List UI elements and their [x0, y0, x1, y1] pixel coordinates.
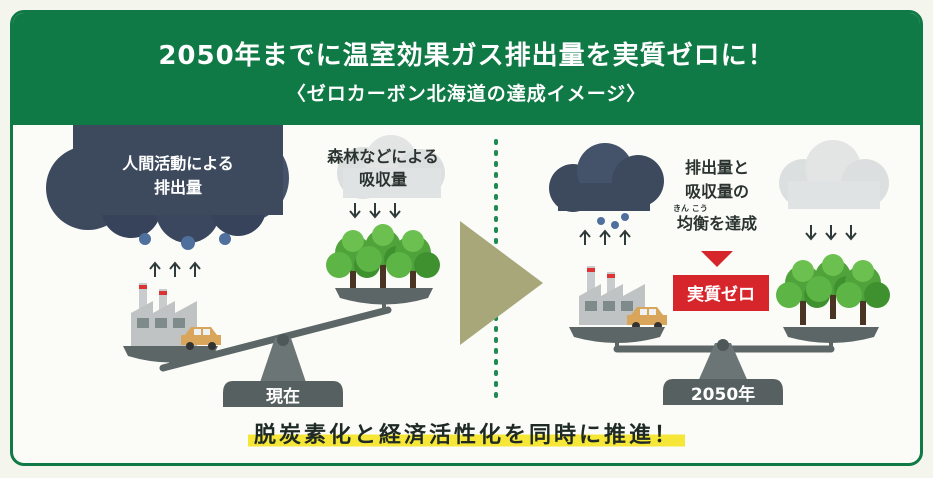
- net-zero-badge: 実質ゼロ: [687, 284, 755, 305]
- bottom-message: 脱炭素化と経済活性化を同時に推進！: [247, 417, 685, 449]
- future-factory-icon: [579, 266, 645, 325]
- bottom-message-row: 脱炭素化と経済活性化を同時に推進！: [13, 417, 920, 449]
- future-up-arrows: [579, 230, 631, 246]
- emission-cloud: [46, 117, 289, 250]
- transition-arrow: [460, 221, 543, 345]
- future-scale: [569, 327, 879, 405]
- absorption-cloud-light: [337, 135, 445, 199]
- future-scale-label: 2050年: [691, 384, 755, 405]
- current-trees: [326, 224, 440, 295]
- future-emission-cloud: [549, 143, 664, 229]
- balance-label-line1: 排出量と: [685, 158, 749, 177]
- absorption-down-arrows: [349, 202, 401, 218]
- balance-label-line3: 均衡を達成: [677, 214, 757, 233]
- car-icon: [181, 327, 221, 350]
- absorption-label-line1: 森林などによる: [327, 147, 439, 166]
- infographic-card: 人間活動による 排出量 森林などによる 吸収量: [10, 10, 923, 466]
- current-scale: [123, 288, 433, 407]
- factory-icon: [131, 283, 197, 346]
- absorption-label-line2: 吸収量: [359, 170, 407, 189]
- future-down-arrows: [805, 224, 857, 240]
- emission-label-line1: 人間活動による: [122, 154, 234, 173]
- future-absorption-cloud: [779, 140, 889, 209]
- down-triangle-icon: [701, 251, 733, 267]
- net-zero-badge-bg: [673, 275, 769, 311]
- furigana-kinkou: きん こう: [673, 204, 708, 213]
- page-title: 2050年までに温室効果ガス排出量を実質ゼロに！: [158, 41, 775, 71]
- diagram-scene: 人間活動による 排出量 森林などによる 吸収量: [46, 117, 890, 407]
- emission-up-arrows: [149, 262, 201, 278]
- emission-label-line2: 排出量: [154, 178, 202, 197]
- balance-label-line2: 吸収量の: [685, 182, 749, 201]
- current-scale-label: 現在: [266, 386, 300, 407]
- header-banner: 2050年までに温室効果ガス排出量を実質ゼロに！ 〈ゼロカーボン北海道の達成イメ…: [13, 13, 920, 125]
- page-subtitle: 〈ゼロカーボン北海道の達成イメージ〉: [286, 83, 647, 105]
- future-trees: [776, 254, 890, 325]
